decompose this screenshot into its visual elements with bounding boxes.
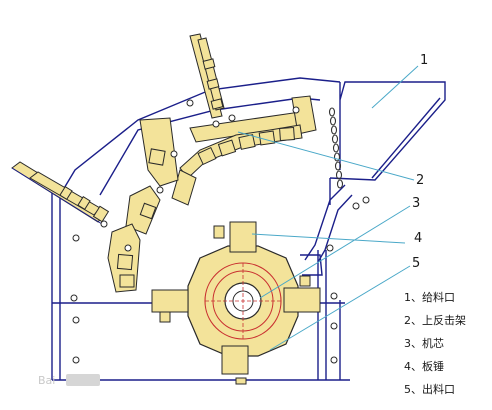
top-adjusting-rod <box>189 33 225 119</box>
leader-lines <box>237 65 419 351</box>
callout-5: 5 <box>412 256 420 271</box>
blow-bar-right <box>283 287 321 313</box>
curtain-chain <box>328 107 344 189</box>
blow-bar-bottom <box>221 345 249 375</box>
left-adjusting-rod <box>11 161 110 225</box>
legend: 1、给料口 2、上反击架 3、机芯 4、板锤 5、出料口 <box>404 290 466 396</box>
legend-item-feed-inlet: 1、给料口 <box>404 290 455 304</box>
callout-numbers: 1 2 3 4 5 <box>412 53 428 271</box>
bolts <box>70 99 370 364</box>
watermark-logo <box>66 374 100 386</box>
legend-item-discharge-outlet: 5、出料口 <box>404 382 455 396</box>
callout-1: 1 <box>420 53 428 68</box>
blow-bar-top <box>229 221 257 253</box>
legend-item-upper-impact-rack: 2、上反击架 <box>404 314 466 327</box>
callout-3: 3 <box>412 196 420 211</box>
callout-4: 4 <box>414 231 422 246</box>
rotor <box>187 245 299 357</box>
lower-impact-rack <box>107 117 179 293</box>
blow-bars <box>151 221 321 385</box>
upper-impact-rack <box>171 95 317 206</box>
legend-item-rotor: 3、机芯 <box>404 336 444 350</box>
callout-2: 2 <box>416 173 424 188</box>
blow-bar-left <box>151 289 189 313</box>
watermark: Bai <box>38 374 55 387</box>
legend-item-blow-bar: 4、板锤 <box>404 359 444 373</box>
